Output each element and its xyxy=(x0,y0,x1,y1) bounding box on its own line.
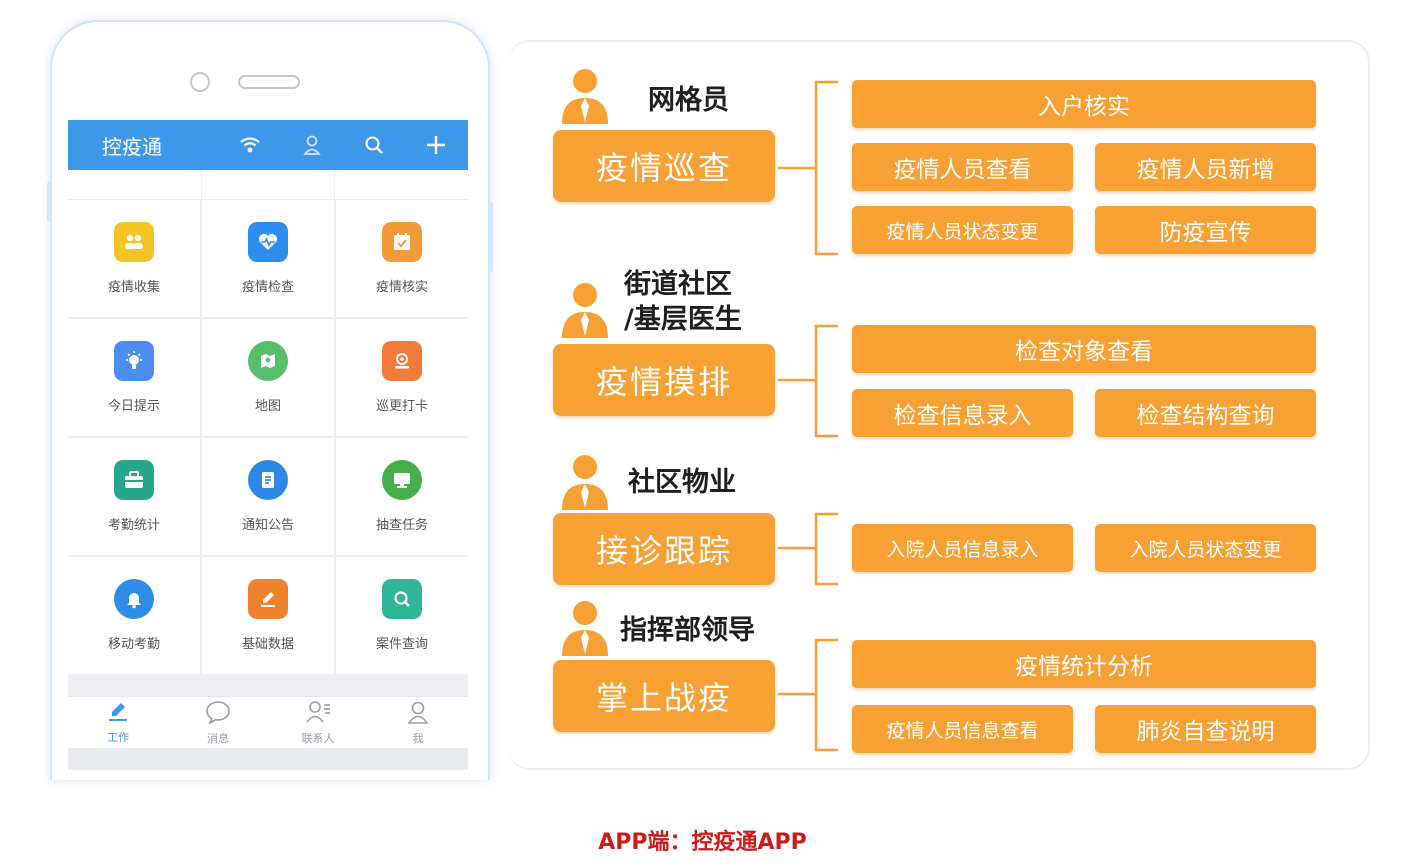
phone-camera xyxy=(190,72,210,92)
role-label: 社区物业 xyxy=(628,467,736,498)
group-bracket xyxy=(778,512,838,586)
pen-icon xyxy=(106,701,130,727)
nav-tab-me[interactable]: 我 xyxy=(368,697,468,748)
phone-side-button xyxy=(47,182,51,222)
magnifier-icon xyxy=(382,579,422,619)
grid-item-label: 考勤统计 xyxy=(107,518,160,533)
nav-tab-work[interactable]: 工作 xyxy=(68,697,168,748)
main-box-epidemic-patrol: 疫情巡查 xyxy=(553,130,775,202)
person-icon xyxy=(562,601,608,656)
grid-item-label: 地图 xyxy=(254,399,281,414)
check-icon xyxy=(382,222,422,262)
main-box-epidemic-survey: 疫情摸排 xyxy=(553,344,775,416)
grid-item-epidemic-check[interactable]: 疫情检查 xyxy=(202,200,334,317)
main-box-mobile-command: 掌上战疫 xyxy=(553,660,775,732)
group-bracket xyxy=(778,80,838,256)
nav-label: 我 xyxy=(412,731,424,745)
briefcase-icon xyxy=(114,460,154,500)
nav-label: 联系人 xyxy=(301,731,335,745)
sub-box: 检查信息录入 xyxy=(852,389,1073,437)
edit-icon xyxy=(248,579,288,619)
sub-box: 入户核实 xyxy=(852,80,1316,128)
sub-box: 检查结构查询 xyxy=(1095,389,1316,437)
figure-caption: APP端：控疫通APP xyxy=(598,830,807,855)
sub-box: 入院人员状态变更 xyxy=(1095,524,1316,572)
grid-item-label: 疫情检查 xyxy=(241,280,294,295)
grid-item-spot-check[interactable]: 抽查任务 xyxy=(336,438,468,555)
sub-box: 肺炎自查说明 xyxy=(1095,705,1316,753)
grid-item-patrol-checkin[interactable]: 巡更打卡 xyxy=(336,319,468,436)
bell-icon xyxy=(114,579,154,619)
sub-box: 疫情人员查看 xyxy=(852,143,1073,191)
location-icon xyxy=(382,341,422,381)
group-bracket xyxy=(778,324,838,438)
sub-box: 疫情人员信息查看 xyxy=(852,705,1073,753)
bulb-icon xyxy=(114,341,154,381)
role-label: 网格员 xyxy=(648,85,729,116)
grid-item-label: 案件查询 xyxy=(375,637,428,652)
phone-side-button xyxy=(489,202,493,272)
grid-item-label: 巡更打卡 xyxy=(375,399,428,414)
document-icon xyxy=(248,460,288,500)
person-icon xyxy=(562,283,608,338)
phone-mockup: 控疫通 xyxy=(47,20,493,780)
grid-item-epidemic-verify[interactable]: 疫情核实 xyxy=(336,200,468,317)
sub-box: 防疫宣传 xyxy=(1095,206,1316,254)
sub-box: 疫情人员新增 xyxy=(1095,143,1316,191)
contacts-icon xyxy=(305,700,331,728)
plus-icon[interactable] xyxy=(424,133,448,157)
app-header: 控疫通 xyxy=(68,120,468,170)
role-label: 指挥部领导 xyxy=(620,615,755,646)
app-title: 控疫通 xyxy=(102,134,162,159)
grid-item-label: 抽查任务 xyxy=(375,518,428,533)
nav-label: 消息 xyxy=(207,731,229,745)
scrolled-row-remnant xyxy=(68,170,468,200)
monitor-icon xyxy=(382,460,422,500)
role-label: /基层医生 xyxy=(624,304,742,335)
grid-item-epidemic-collect[interactable]: 疫情收集 xyxy=(68,200,200,317)
grid-item-attendance-stats[interactable]: 考勤统计 xyxy=(68,438,200,555)
function-grid: 疫情收集 疫情检查 疫情核实 今日提示 xyxy=(68,200,468,674)
main-box-treatment-tracking: 接诊跟踪 xyxy=(553,513,775,585)
nav-label: 工作 xyxy=(107,730,129,744)
nav-tab-messages[interactable]: 消息 xyxy=(168,697,268,748)
user-icon xyxy=(406,700,430,728)
people-icon xyxy=(114,222,154,262)
person-icon xyxy=(562,69,608,124)
sub-box: 疫情人员状态变更 xyxy=(852,206,1073,254)
sub-box: 入院人员信息录入 xyxy=(852,524,1073,572)
phone-speaker xyxy=(238,75,300,89)
role-label: 街道社区 xyxy=(624,269,732,300)
grid-item-label: 移动考勤 xyxy=(107,637,160,652)
heart-icon xyxy=(248,222,288,262)
grid-item-label: 基础数据 xyxy=(241,637,294,652)
grid-item-mobile-attendance[interactable]: 移动考勤 xyxy=(68,557,200,674)
grid-item-label: 疫情核实 xyxy=(375,280,428,295)
bottom-nav: 工作 消息 联系人 我 xyxy=(68,696,468,748)
grid-item-label: 今日提示 xyxy=(107,399,160,414)
grid-item-basic-data[interactable]: 基础数据 xyxy=(202,557,334,674)
wifi-icon[interactable] xyxy=(238,133,262,157)
grid-item-label: 通知公告 xyxy=(241,518,294,533)
map-icon xyxy=(248,341,288,381)
sub-box: 检查对象查看 xyxy=(852,325,1316,373)
app-screen: 控疫通 xyxy=(68,120,468,770)
screen-bottom-edge xyxy=(68,748,468,770)
grid-item-case-query[interactable]: 案件查询 xyxy=(336,557,468,674)
grid-item-daily-tips[interactable]: 今日提示 xyxy=(68,319,200,436)
person-icon xyxy=(562,455,608,510)
grid-item-notice[interactable]: 通知公告 xyxy=(202,438,334,555)
sub-box: 疫情统计分析 xyxy=(852,640,1316,688)
badge-icon[interactable] xyxy=(300,133,324,157)
chat-icon xyxy=(205,700,231,728)
grid-spacer xyxy=(68,674,468,696)
grid-item-label: 疫情收集 xyxy=(107,280,160,295)
search-icon[interactable] xyxy=(362,133,386,157)
group-bracket xyxy=(778,638,838,752)
grid-item-map[interactable]: 地图 xyxy=(202,319,334,436)
nav-tab-contacts[interactable]: 联系人 xyxy=(268,697,368,748)
